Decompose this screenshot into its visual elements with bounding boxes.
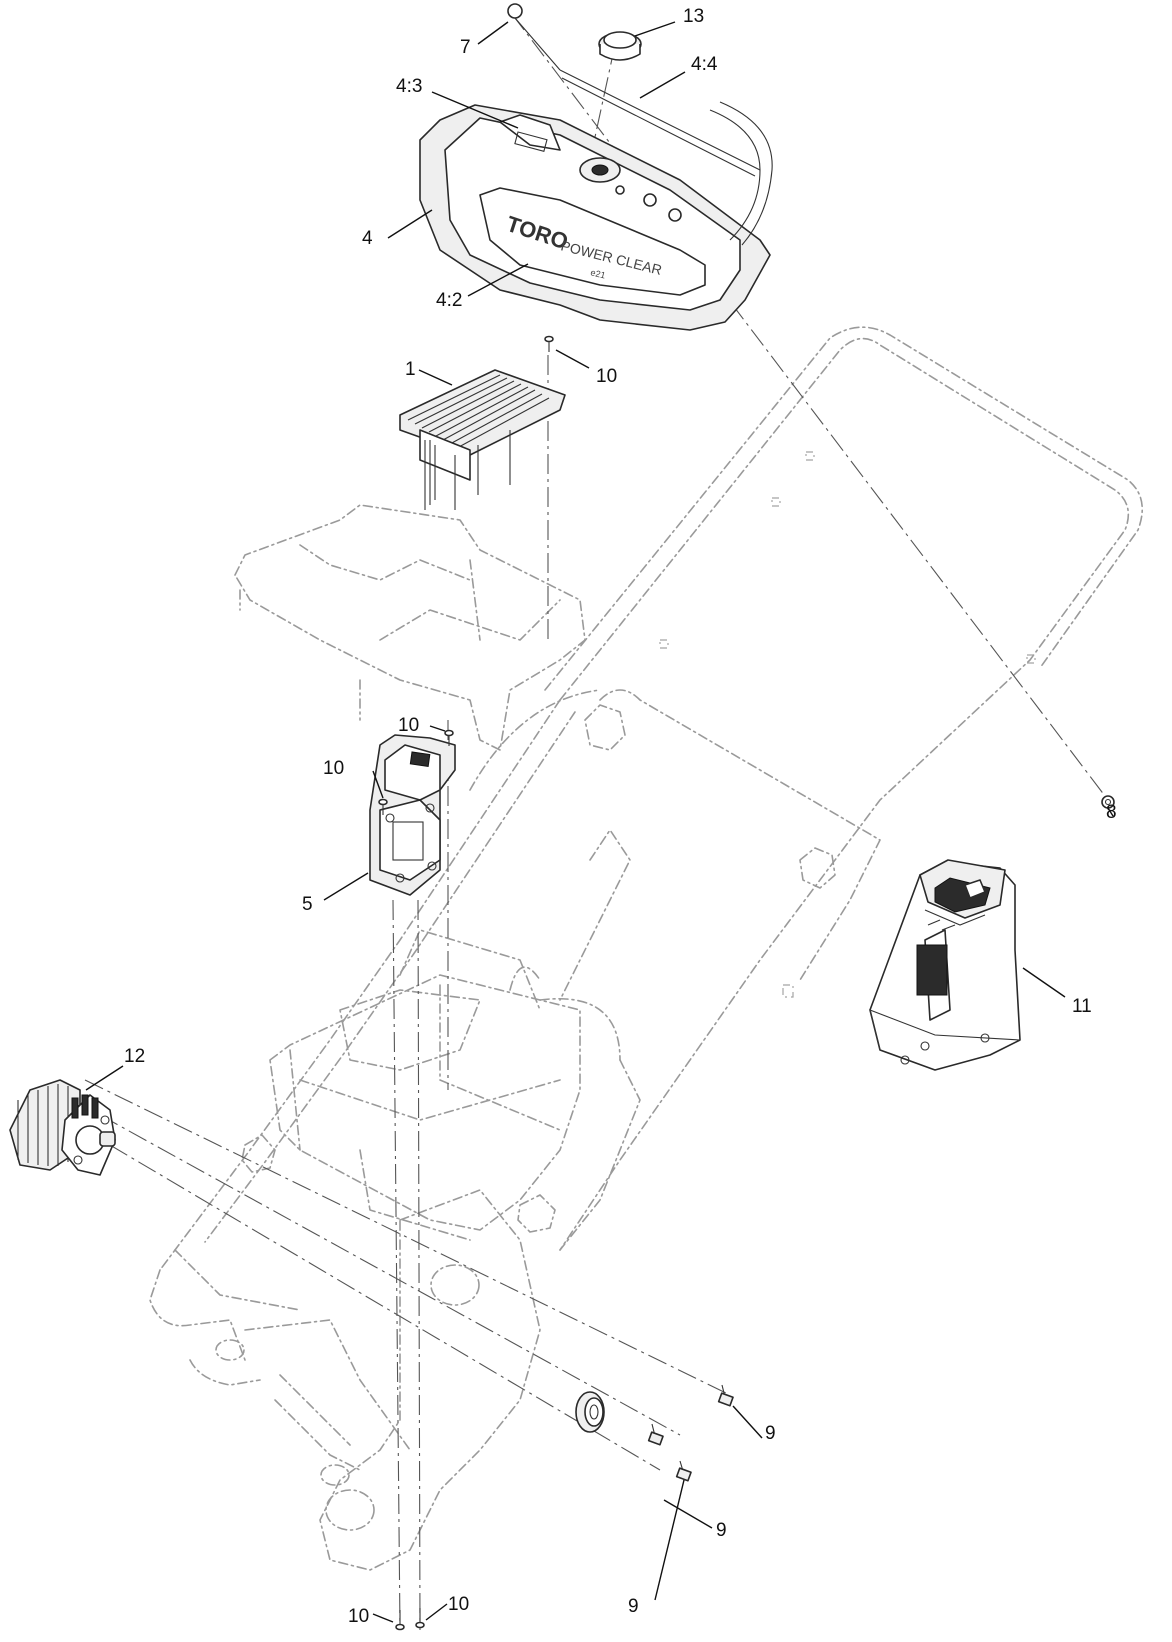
callout-5: 5	[302, 894, 313, 915]
screw-part-10-top	[544, 335, 554, 352]
callout-labels: 7 13 4:3 4:4 4 4:2 1 10 10 10 5 8 11 12 …	[124, 6, 1117, 1627]
panel-logo-sub: e21	[590, 267, 607, 280]
callout-7: 7	[460, 37, 471, 58]
pin-part-7	[507, 3, 561, 71]
callout-13: 13	[683, 6, 704, 27]
battery-vent-grille	[916, 944, 948, 996]
bolt-part-9-upper	[717, 1384, 734, 1407]
callout-9-middle: 9	[716, 1520, 727, 1541]
callout-1: 1	[405, 359, 416, 380]
callout-9-lower: 9	[628, 1596, 639, 1617]
callout-11: 11	[1072, 996, 1092, 1017]
screw-part-10-bracket-right	[444, 729, 454, 746]
callout-8: 8	[1106, 802, 1117, 823]
knob-part-13	[598, 31, 642, 61]
pulley-component	[575, 1391, 605, 1433]
battery-part-11	[869, 859, 1021, 1071]
callout-12: 12	[124, 1046, 145, 1067]
callout-10-bottom-left: 10	[348, 1606, 369, 1627]
control-panel-part-4: TORO POWER CLEAR e21	[419, 69, 773, 331]
leader-lines	[85, 21, 1114, 1623]
callout-10-controller: 10	[596, 366, 617, 387]
controller-heatsink-part-1	[399, 369, 566, 510]
callout-10-bracket-top: 10	[398, 715, 419, 736]
callout-4-4: 4:4	[691, 54, 718, 75]
callout-10-bracket-left: 10	[323, 758, 344, 779]
ghosted-handle-frame	[149, 326, 1144, 1571]
screw-part-10-bracket-left	[378, 798, 388, 815]
callout-10-bottom-right: 10	[448, 1594, 469, 1615]
callout-4: 4	[362, 228, 373, 249]
assembly-axis-lines	[84, 13, 1109, 1631]
callout-9-upper: 9	[765, 1423, 776, 1444]
callout-4-2: 4:2	[436, 290, 462, 311]
screw-part-10-bottom-left	[395, 1610, 405, 1631]
bolt-part-9-lower	[675, 1460, 692, 1482]
bracket-part-5	[369, 734, 456, 896]
bolt-part-9-middle	[647, 1423, 664, 1446]
heatsink-fins	[407, 374, 550, 449]
motor-part-12	[9, 1079, 116, 1176]
callout-4-3: 4:3	[396, 76, 422, 97]
screw-part-10-bottom-right	[415, 1608, 425, 1629]
